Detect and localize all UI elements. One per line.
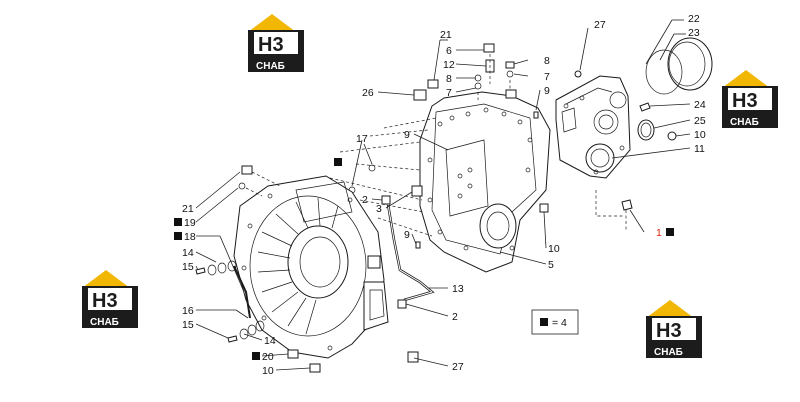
callout: 9 <box>544 85 550 97</box>
o-ring-23 <box>645 49 683 95</box>
logo-left-middle: H3 CHAБ <box>82 270 138 328</box>
callout: 2 <box>452 311 458 323</box>
pipe-16 <box>233 265 251 319</box>
bolt-10-mid <box>539 203 549 213</box>
washer-14-lower <box>239 320 265 340</box>
bolt-15-lower <box>227 335 238 343</box>
plug-21-left <box>241 165 253 175</box>
callout: 14 <box>264 335 276 347</box>
callout: 3 <box>376 203 382 215</box>
bolt-15-upper <box>195 267 206 275</box>
callout: 18 <box>184 231 196 243</box>
callout: 13 <box>452 283 464 295</box>
plug-21-top <box>427 79 439 89</box>
logo-subtext: CHAБ <box>256 61 285 72</box>
pin-9-top <box>533 111 539 119</box>
callout: 2 <box>362 194 368 206</box>
logo-mark: H3 <box>92 290 118 312</box>
plug-1 <box>621 199 633 211</box>
callout: 17 <box>356 133 368 145</box>
callout: 15 <box>182 261 194 273</box>
callout: 25 <box>694 115 706 127</box>
plug-8-right <box>505 61 515 69</box>
callout: 20 <box>262 351 274 363</box>
washer-7 <box>474 82 482 90</box>
logo-right-top: H3 CHAБ <box>722 70 778 128</box>
callout: 22 <box>688 13 700 25</box>
washer-7-right <box>506 70 514 78</box>
logo-subtext: CHAБ <box>654 347 683 358</box>
centre-housing <box>419 89 551 273</box>
legend-text: = 4 <box>552 317 567 329</box>
callout: 7 <box>544 71 550 83</box>
callout: 26 <box>362 87 374 99</box>
pin-9-lower <box>415 241 421 249</box>
callout: 16 <box>182 305 194 317</box>
bolt-24 <box>639 102 651 112</box>
bolt-27-top <box>574 70 582 78</box>
callout: 21 <box>182 203 194 215</box>
logo-mark: H3 <box>258 34 284 56</box>
callout: 21 <box>440 29 452 41</box>
callout: 27 <box>452 361 464 373</box>
logo-bottom-right: H3 CHAБ <box>646 300 702 358</box>
washer-19 <box>238 182 246 190</box>
callout: 10 <box>262 365 274 377</box>
callout: 24 <box>694 99 706 111</box>
callout: 11 <box>694 143 705 155</box>
plug-26 <box>413 89 427 101</box>
cover-plate <box>667 37 713 91</box>
marker-square <box>252 352 260 360</box>
plug-3 <box>411 185 423 197</box>
callout: 8 <box>544 55 550 67</box>
logo-subtext: CHAБ <box>730 117 759 128</box>
logo-subtext: CHAБ <box>90 317 119 328</box>
callout: 6 <box>446 45 452 57</box>
callout: 7 <box>446 87 452 99</box>
fitting-2-upper <box>381 195 391 205</box>
plug-20 <box>287 349 299 359</box>
callout: 1 <box>656 227 662 239</box>
callout: 5 <box>548 259 554 271</box>
logo-mark: H3 <box>732 90 758 112</box>
callout: 19 <box>184 217 196 229</box>
pin-17b <box>368 164 376 172</box>
fitting-2-lower <box>397 299 407 309</box>
rear-cover <box>555 75 631 179</box>
legend-box: = 4 <box>531 309 579 335</box>
callout: 14 <box>182 247 194 259</box>
callout: 9 <box>404 129 410 141</box>
callout: 12 <box>443 59 455 71</box>
bolt-27-bottom <box>407 351 419 363</box>
washer-14-upper <box>207 260 237 276</box>
callout: 23 <box>688 27 700 39</box>
seal-25 <box>637 119 655 141</box>
callout: 9 <box>404 229 410 241</box>
callout: 10 <box>694 129 706 141</box>
callout: 27 <box>594 19 606 31</box>
plug-6 <box>483 43 495 53</box>
callout: 15 <box>182 319 194 331</box>
logo-top-left: H3 CHAБ <box>248 14 304 72</box>
logo-mark: H3 <box>656 320 682 342</box>
marker-square <box>666 228 674 236</box>
plug-10-right <box>667 131 677 141</box>
marker-square <box>174 218 182 226</box>
marker-square <box>334 158 342 166</box>
callout: 8 <box>446 73 452 85</box>
marker-square <box>174 232 182 240</box>
front-housing <box>233 175 389 359</box>
bolt-10-bottom <box>309 363 321 373</box>
callout: 10 <box>548 243 560 255</box>
